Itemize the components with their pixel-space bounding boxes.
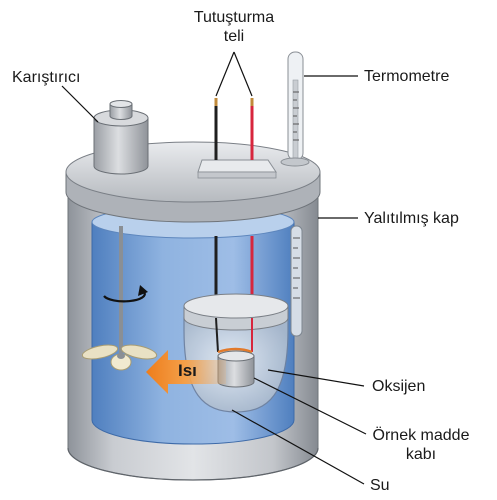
sample-cup-label: Örnek madde kabı bbox=[362, 426, 480, 464]
heat-label: Isı bbox=[178, 361, 197, 380]
water-label: Su bbox=[370, 477, 390, 494]
stirrer-label: Karıştırıcı bbox=[12, 69, 81, 86]
ignition-wire-label-line2: teli bbox=[223, 28, 245, 45]
sample-cup-label-line1: Örnek madde bbox=[372, 427, 470, 444]
ignition-wire-label: Tutuşturma teli bbox=[178, 8, 290, 46]
thermometer-label: Termometre bbox=[364, 68, 450, 85]
ignition-wire-label-line1: Tutuşturma bbox=[193, 9, 275, 26]
sample-cup-label-line2: kabı bbox=[405, 446, 437, 463]
insulated-container-label: Yalıtılmış kap bbox=[364, 210, 459, 227]
oxygen-label: Oksijen bbox=[372, 378, 426, 395]
